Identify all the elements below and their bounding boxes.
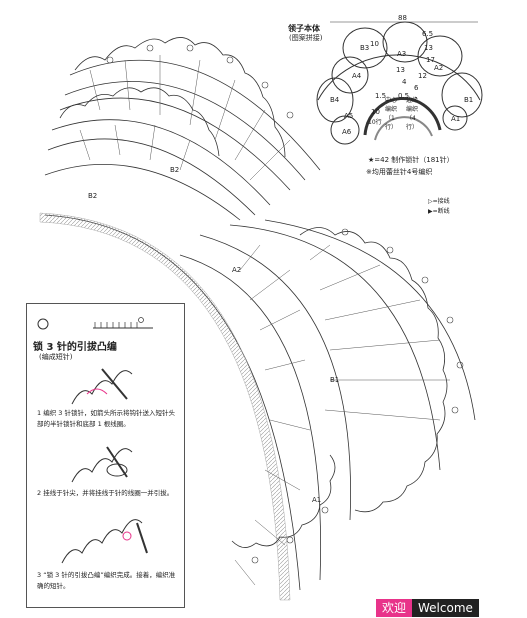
motif-label: A2 [232,266,242,274]
layout-row-label: 中心编织（1行） [385,97,398,131]
symbol-example [37,317,153,330]
layout-number: 13 [424,44,433,52]
motif-label: B3 [360,44,370,52]
layout-number: 88 [398,14,407,22]
instruction-subtitle: (编成短针) [39,353,73,361]
instruction-step-1: 1 编织 3 针锁针，如箭头所示将钩针送入短针头部的半针锁针和底部 1 根线圈。 [37,409,175,428]
layout-number: 13 [396,66,405,74]
welcome-banner: 欢迎 Welcome [376,598,527,618]
motif-label: B1 [464,96,474,104]
instruction-step-3: 3 “锁 3 针的引拔凸编”编织完成。接着，编织准确的短针。 [37,571,176,590]
legend-cut: ▶=断线 [428,208,450,215]
motif-label: A6 [342,128,352,136]
motif-label: A1 [451,115,461,123]
motif-label: B2 [170,166,180,174]
layout-number: 12 [418,72,427,80]
layout-number: 1.5 [375,92,387,100]
motif-label: A5 [344,112,354,120]
motif-label: A2 [434,64,444,72]
step2-illustration [71,446,133,483]
layout-number: 17 [426,56,435,64]
legend-join: ▷=接线 [428,198,450,205]
instruction-box: 锁 3 针的引拔凸编 (编成短针) 1 编织 3 针锁针，如箭头所示将钩针送入短… [26,303,185,608]
layout-number: 0.5 [398,92,410,100]
instruction-step-2: 2 挂线于针尖，并将挂线于针的线圈一并引拔。 [37,489,174,497]
welcome-cn: 欢迎 [376,599,413,617]
layout-row-label: 边缘编织（4行） [406,97,419,131]
motif-label: B4 [330,96,340,104]
layout-number: 6 [414,84,419,92]
motif-label: A1 [312,496,322,504]
layout-number: 10 [371,108,380,116]
motif-label: A3 [397,50,407,58]
star-note: ★=42 制作锁针（181针） [368,156,454,164]
layout-title: 领子本体 [288,24,320,33]
layout-row-label: 10行 [368,119,382,126]
step3-illustration [61,519,148,564]
step1-illustration [71,368,133,405]
motif-label: B2 [88,192,98,200]
layout-number: 10 [370,40,379,48]
welcome-en: Welcome [412,599,479,617]
motif-label: B1 [330,376,340,384]
motif-label: A4 [352,72,362,80]
layout-subtitle: (图案拼接) [289,34,323,42]
layout-number: 6.5 [422,30,434,38]
layout-number: 4 [402,78,407,86]
gauge-note: ※均用蕾丝针4号编织 [366,168,433,176]
instruction-title: 锁 3 针的引拔凸编 [33,342,117,353]
